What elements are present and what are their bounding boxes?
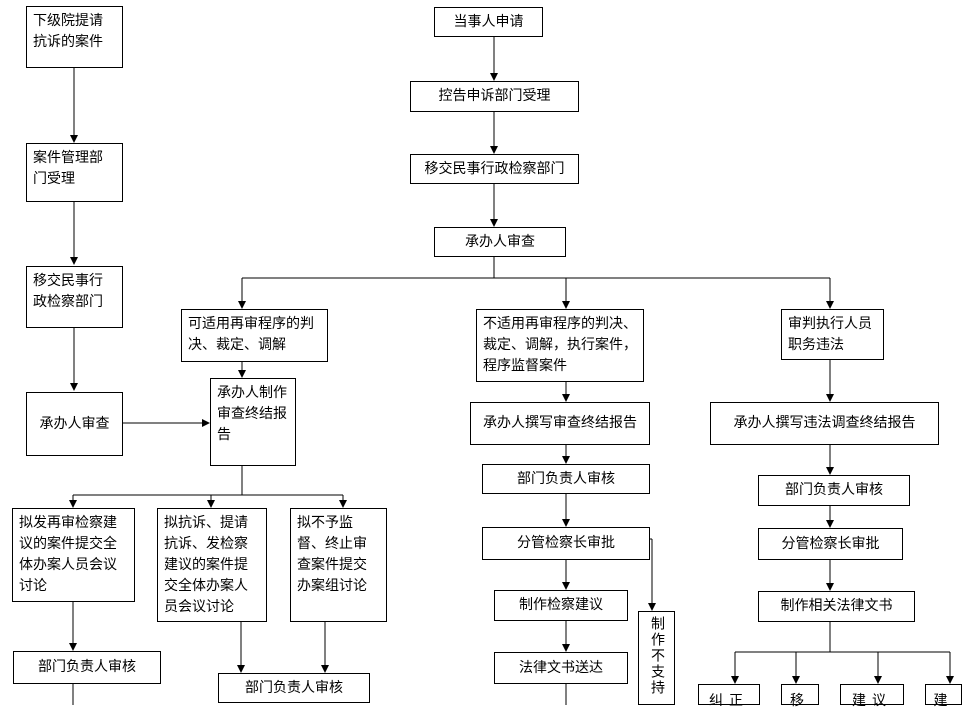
node-label: 建 (933, 693, 954, 709)
node-label: 法律文书送达 (519, 659, 603, 676)
node-retrial-suggest: 拟发再审检察建议的案件提交全体办案人员会议讨论 (12, 508, 135, 602)
node-label: 当事人申请 (453, 13, 524, 30)
node-label: 部门负责人审核 (785, 482, 883, 498)
node-label: 承办人审查 (39, 415, 110, 432)
node-suggest: 建议 (840, 684, 904, 709)
node-lower-court: 下级院提请抗诉的案件 (26, 6, 123, 68)
node-dept-head-b: 部门负责人审核 (218, 673, 370, 703)
node-handler-review-left: 承办人审查 (26, 392, 123, 456)
node-label: 承办人审查 (465, 233, 535, 250)
node-label: 拟抗诉、提请抗诉、发检察建议的案件提交全体办案人员会议讨论 (164, 515, 248, 615)
node-label: 移交民事行政检察部门 (424, 160, 565, 177)
node-label: 纠正 (709, 693, 749, 709)
node-doc-delivery: 法律文书送达 (494, 652, 628, 684)
node-label: 部门负责人审核 (517, 470, 615, 487)
node-transfer-small: 移 (781, 684, 819, 709)
node-label: 承办人撰写违法调查终结报告 (733, 415, 916, 431)
node-make-suggestion: 制作检察建议 (494, 590, 628, 621)
node-label: 制作检察建议 (519, 597, 603, 613)
node-label: 审判执行人员职务违法 (788, 316, 872, 353)
node-deputy-approve-b: 分管检察长审批 (482, 527, 650, 560)
node-complaint-dept: 控告申诉部门受理 (410, 81, 579, 112)
node-label: 控告申诉部门受理 (438, 88, 551, 104)
node-label: 部门负责人审核 (245, 679, 343, 696)
node-dept-head-a: 部门负责人审核 (13, 651, 161, 684)
node-correct: 纠正 (698, 684, 760, 709)
node-case-mgmt: 案件管理部门受理 (26, 143, 123, 202)
node-transfer-left: 移交民事行政检察部门 (26, 266, 123, 328)
node-make-legal-docs: 制作相关法律文书 (758, 591, 915, 622)
node-label: 部门负责人审核 (38, 659, 136, 675)
node-build: 建 (925, 684, 962, 709)
node-make-not-support: 制作不支持 (638, 611, 675, 705)
node-transfer-main: 移交民事行政检察部门 (410, 154, 579, 184)
node-handler-review-main: 承办人审查 (434, 227, 566, 257)
node-label: 建议 (852, 693, 892, 709)
node-label: 拟发再审检察建议的案件提交全体办案人员会议讨论 (19, 515, 117, 594)
node-label: 制作相关法律文书 (780, 598, 893, 614)
node-label: 不适用再审程序的判决、裁定、调解，执行案件，程序监督案件 (483, 316, 637, 374)
node-protest: 拟抗诉、提请抗诉、发检察建议的案件提交全体办案人员会议讨论 (157, 508, 267, 622)
node-label: 下级院提请抗诉的案件 (33, 13, 103, 50)
node-label: 分管检察长审批 (781, 535, 880, 552)
node-non-retrial: 不适用再审程序的判决、裁定、调解，执行案件，程序监督案件 (476, 309, 644, 382)
node-handler-violation-report: 承办人撰写违法调查终结报告 (710, 402, 939, 445)
node-label: 分管检察长审批 (517, 535, 615, 551)
node-label: 案件管理部门受理 (33, 150, 103, 187)
node-retrial-applicable: 可适用再审程序的判决、裁定、调解 (181, 309, 328, 362)
node-applicant: 当事人申请 (434, 7, 543, 37)
node-label: 拟不予监督、终止审查案件提交办案组讨论 (297, 515, 367, 594)
node-judicial-violation: 审判执行人员职务违法 (781, 309, 884, 360)
node-dept-head-c: 部门负责人审核 (482, 464, 650, 494)
node-label: 承办人制作审查终结报告 (217, 385, 287, 443)
node-label: 可适用再审程序的判决、裁定、调解 (188, 316, 314, 353)
node-handler-report-b: 承办人撰写审查终结报告 (470, 402, 650, 445)
node-label: 制作不支持 (649, 616, 665, 696)
node-handler-report-a: 承办人制作审查终结报告 (210, 378, 296, 466)
node-no-supervise: 拟不予监督、终止审查案件提交办案组讨论 (290, 508, 387, 622)
node-dept-head-d: 部门负责人审核 (758, 475, 910, 506)
node-label: 移 (790, 693, 810, 709)
node-label: 移交民事行政检察部门 (33, 273, 103, 310)
node-deputy-approve-d: 分管检察长审批 (758, 528, 903, 560)
node-label: 承办人撰写审查终结报告 (483, 415, 637, 431)
